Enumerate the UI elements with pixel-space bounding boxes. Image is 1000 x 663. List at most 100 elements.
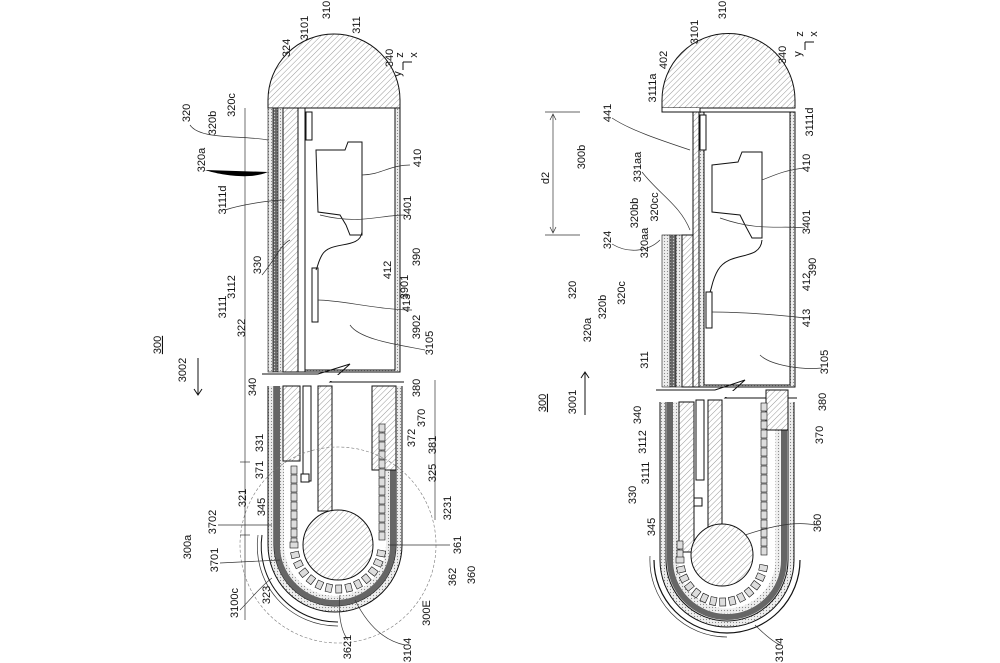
svg-text:3701: 3701 — [209, 548, 221, 572]
svg-text:3105: 3105 — [424, 331, 436, 355]
svg-text:362: 362 — [447, 568, 459, 586]
svg-text:345: 345 — [256, 498, 268, 516]
rack-tooth — [376, 549, 387, 558]
svg-text:d2: d2 — [540, 172, 552, 184]
rack-tooth — [290, 465, 298, 475]
break-line — [262, 363, 404, 383]
svg-text:372: 372 — [406, 429, 418, 447]
svg-text:310: 310 — [321, 1, 333, 19]
cable-412 — [315, 231, 363, 271]
svg-text:3111a: 3111a — [647, 73, 659, 103]
housing-dome — [267, 33, 401, 109]
svg-text:345: 345 — [646, 518, 658, 536]
rack-tooth — [305, 574, 317, 586]
svg-text:340: 340 — [384, 49, 396, 67]
rack-tooth — [676, 540, 684, 550]
svg-text:330: 330 — [627, 486, 639, 504]
rack-370 — [675, 402, 769, 607]
rack-tooth — [760, 456, 768, 466]
state-label: 300b — [576, 145, 588, 169]
break-line — [656, 379, 797, 399]
axes-indicator: z x y — [392, 52, 420, 77]
svg-text:412: 412 — [382, 261, 394, 279]
svg-text:320bb: 320bb — [629, 198, 641, 229]
svg-text:413: 413 — [401, 294, 413, 312]
svg-text:3112: 3112 — [637, 430, 649, 454]
svg-text:3112: 3112 — [226, 275, 238, 299]
rack-tooth — [758, 563, 769, 573]
svg-text:311: 311 — [639, 351, 651, 369]
rack-tooth — [353, 578, 363, 590]
rack-tooth — [289, 541, 299, 549]
part-345 — [300, 473, 310, 483]
svg-text:3401: 3401 — [801, 210, 813, 234]
rack-tooth — [760, 474, 768, 484]
svg-text:3902: 3902 — [411, 315, 423, 339]
rack-tooth — [314, 579, 325, 591]
plate-3111 — [692, 111, 700, 388]
svg-text:3231: 3231 — [442, 496, 454, 520]
rack-tooth — [760, 429, 768, 439]
support-plate-lower — [282, 385, 301, 462]
axes-indicator: z x y — [792, 31, 820, 57]
support-plate-lower — [678, 401, 695, 553]
svg-text:320: 320 — [567, 281, 579, 299]
rack-tooth — [378, 522, 386, 532]
arrow-up-icon — [580, 371, 590, 415]
rack-tooth — [367, 566, 379, 577]
rack-tooth — [760, 447, 768, 457]
svg-text:320aa: 320aa — [639, 227, 651, 258]
rack-tooth — [736, 592, 746, 603]
rack-tooth — [760, 528, 768, 538]
rack-tooth — [760, 438, 768, 448]
gear-360 — [302, 509, 374, 581]
svg-text:3401: 3401 — [402, 196, 414, 220]
display-layer-320c — [675, 234, 683, 388]
rack-tooth — [378, 495, 386, 505]
svg-text:321: 321 — [237, 489, 249, 507]
svg-text:361: 361 — [452, 536, 464, 554]
rack-tooth — [372, 558, 384, 568]
arrow-down-icon — [193, 358, 203, 396]
svg-text:320b: 320b — [597, 295, 609, 319]
plate-lower — [302, 385, 312, 482]
slide-arm — [707, 399, 723, 529]
svg-text:380: 380 — [817, 393, 829, 411]
svg-text:441: 441 — [602, 104, 614, 122]
rack-tooth — [760, 483, 768, 493]
rack-tooth — [760, 402, 768, 412]
figure-ref: 300 — [152, 336, 164, 354]
svg-text:y: y — [392, 71, 404, 77]
rack-tooth — [290, 492, 298, 502]
svg-text:410: 410 — [412, 149, 424, 167]
rack-tooth — [378, 531, 386, 541]
support-plate-330 — [282, 107, 299, 373]
svg-text:330: 330 — [252, 256, 264, 274]
plate-lower — [695, 399, 705, 481]
rack-tooth — [324, 583, 333, 593]
rack-tooth — [743, 586, 755, 598]
rack-tooth — [290, 474, 298, 484]
svg-text:410: 410 — [801, 154, 813, 172]
svg-text:3105: 3105 — [819, 350, 831, 374]
svg-text:y: y — [792, 51, 804, 57]
display-layer-320a — [267, 107, 274, 373]
rack-tooth — [360, 573, 372, 585]
svg-text:3702: 3702 — [207, 510, 219, 534]
display-layer-320b — [272, 107, 279, 373]
svg-text:402: 402 — [658, 51, 670, 69]
reference-labels: 310 3101 402 340 3111a 441 3111d d2 331a… — [540, 1, 831, 662]
svg-text:310: 310 — [717, 1, 729, 19]
svg-text:380: 380 — [411, 379, 423, 397]
component-413 — [705, 291, 713, 329]
rack-tooth — [709, 596, 718, 606]
direction-label: 3001 — [567, 390, 579, 414]
rack-tooth — [378, 432, 386, 442]
rack-tooth — [293, 559, 304, 570]
reference-labels: 310 3101 311 324 340 320 320c 320b 320a … — [181, 1, 478, 662]
support-plate-330 — [681, 234, 694, 388]
svg-text:3111: 3111 — [217, 296, 229, 319]
rack-tooth — [378, 459, 386, 469]
svg-text:381: 381 — [427, 436, 439, 454]
rack-tooth — [344, 582, 353, 593]
